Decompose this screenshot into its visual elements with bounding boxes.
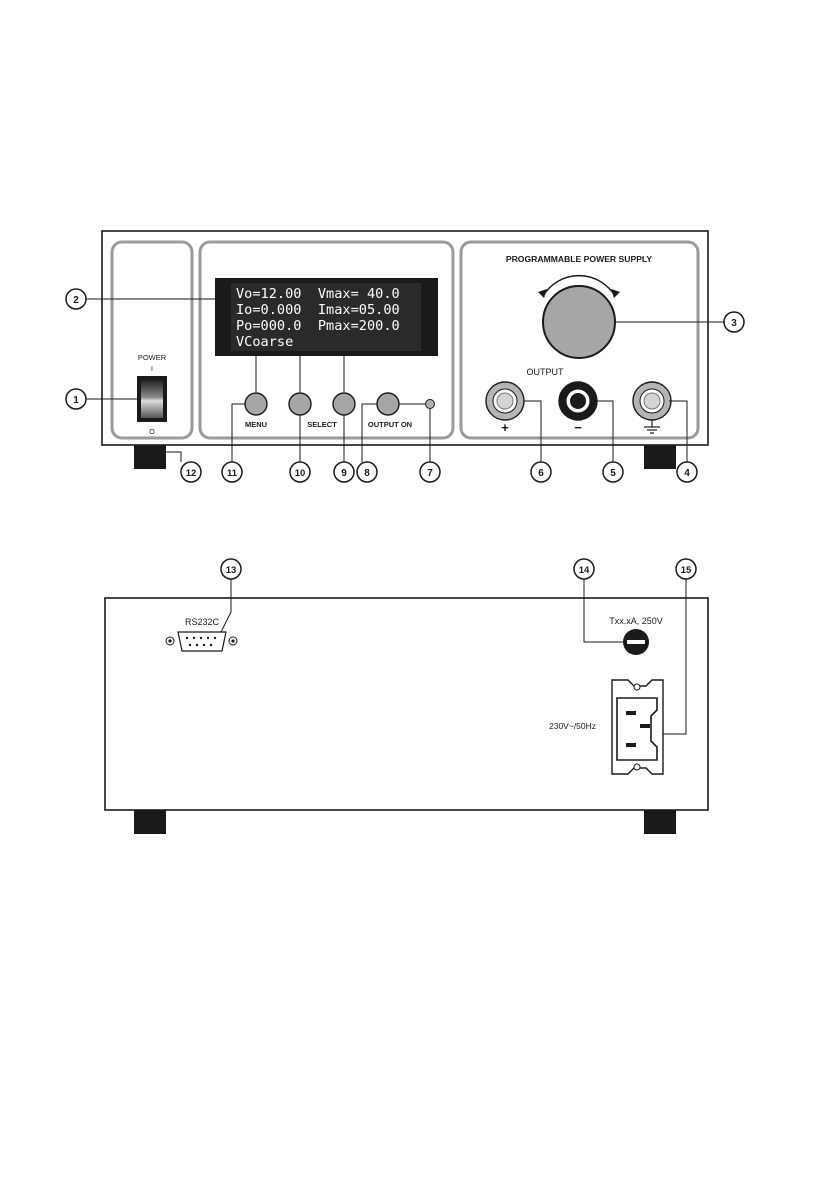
output-label: OUTPUT (527, 367, 565, 377)
minus-symbol: − (574, 420, 582, 435)
output-led (426, 400, 435, 409)
callout-8: 8 (357, 462, 377, 482)
output-on-button[interactable] (377, 393, 399, 415)
select-down-button[interactable] (333, 393, 355, 415)
svg-text:2: 2 (73, 295, 79, 306)
menu-label: MENU (245, 420, 267, 429)
svg-text:10: 10 (295, 468, 306, 479)
svg-text:14: 14 (579, 565, 590, 576)
rear-foot-right (644, 810, 676, 834)
lcd-line-3: Po=000.0 Pmax=200.0 (236, 318, 400, 334)
rear-foot-left (134, 810, 166, 834)
svg-text:1: 1 (73, 395, 79, 406)
callout-1: 1 (66, 389, 86, 409)
fuse-label: Txx.xA, 250V (609, 616, 663, 626)
callout-6: 6 (531, 462, 551, 482)
rs232-connector[interactable] (178, 632, 226, 651)
adjust-knob[interactable] (543, 286, 615, 358)
svg-text:11: 11 (227, 468, 238, 479)
callout-15: 15 (676, 559, 696, 579)
panel-title: PROGRAMMABLE POWER SUPPLY (506, 254, 653, 264)
positive-terminal[interactable] (486, 382, 524, 420)
menu-button[interactable] (245, 393, 267, 415)
svg-text:3: 3 (731, 318, 737, 329)
svg-text:4: 4 (684, 468, 690, 479)
svg-text:5: 5 (610, 468, 616, 479)
callout-10: 10 (290, 462, 310, 482)
rs232-label: RS232C (185, 617, 220, 627)
rs232-screw-left (166, 637, 174, 645)
fuse-holder[interactable] (623, 629, 649, 655)
callout-5: 5 (603, 462, 623, 482)
svg-text:9: 9 (341, 468, 347, 479)
select-up-button[interactable] (289, 393, 311, 415)
svg-text:13: 13 (226, 565, 237, 576)
output-on-label: OUTPUT ON (368, 420, 412, 429)
callout-9: 9 (334, 462, 354, 482)
power-on-symbol: I (151, 366, 153, 373)
svg-text:8: 8 (364, 468, 370, 479)
svg-text:6: 6 (538, 468, 544, 479)
rs232-screw-right (229, 637, 237, 645)
callout-13: 13 (221, 559, 241, 579)
mains-inlet[interactable] (612, 680, 663, 774)
front-foot-left (134, 445, 166, 469)
callout-7: 7 (420, 462, 440, 482)
svg-text:15: 15 (681, 565, 692, 576)
power-off-symbol: O (149, 429, 155, 436)
callout-4: 4 (677, 462, 697, 482)
mains-label: 230V~/50Hz (549, 721, 596, 731)
front-panel: POWER I O Vo=12.00 Vmax= 40.0 Io=0.000 I… (102, 231, 708, 445)
lcd-line-2: Io=0.000 Imax=05.00 (236, 302, 400, 318)
svg-text:7: 7 (427, 468, 433, 479)
callout-12: 12 (181, 462, 201, 482)
svg-text:12: 12 (186, 468, 197, 479)
lcd-line-1: Vo=12.00 Vmax= 40.0 (236, 286, 400, 302)
callout-14: 14 (574, 559, 594, 579)
select-label: SELECT (307, 420, 337, 429)
callout-3: 3 (724, 312, 744, 332)
power-label: POWER (138, 353, 167, 362)
lcd-line-4: VCoarse (236, 334, 293, 350)
negative-terminal[interactable] (559, 382, 597, 420)
front-foot-right (644, 445, 676, 469)
rear-panel: RS232C Txx.xA, 250V 230V~/50 (105, 598, 708, 810)
ground-terminal[interactable] (633, 382, 671, 420)
callout-11: 11 (222, 462, 242, 482)
plus-symbol: + (501, 420, 509, 435)
callout-2: 2 (66, 289, 86, 309)
